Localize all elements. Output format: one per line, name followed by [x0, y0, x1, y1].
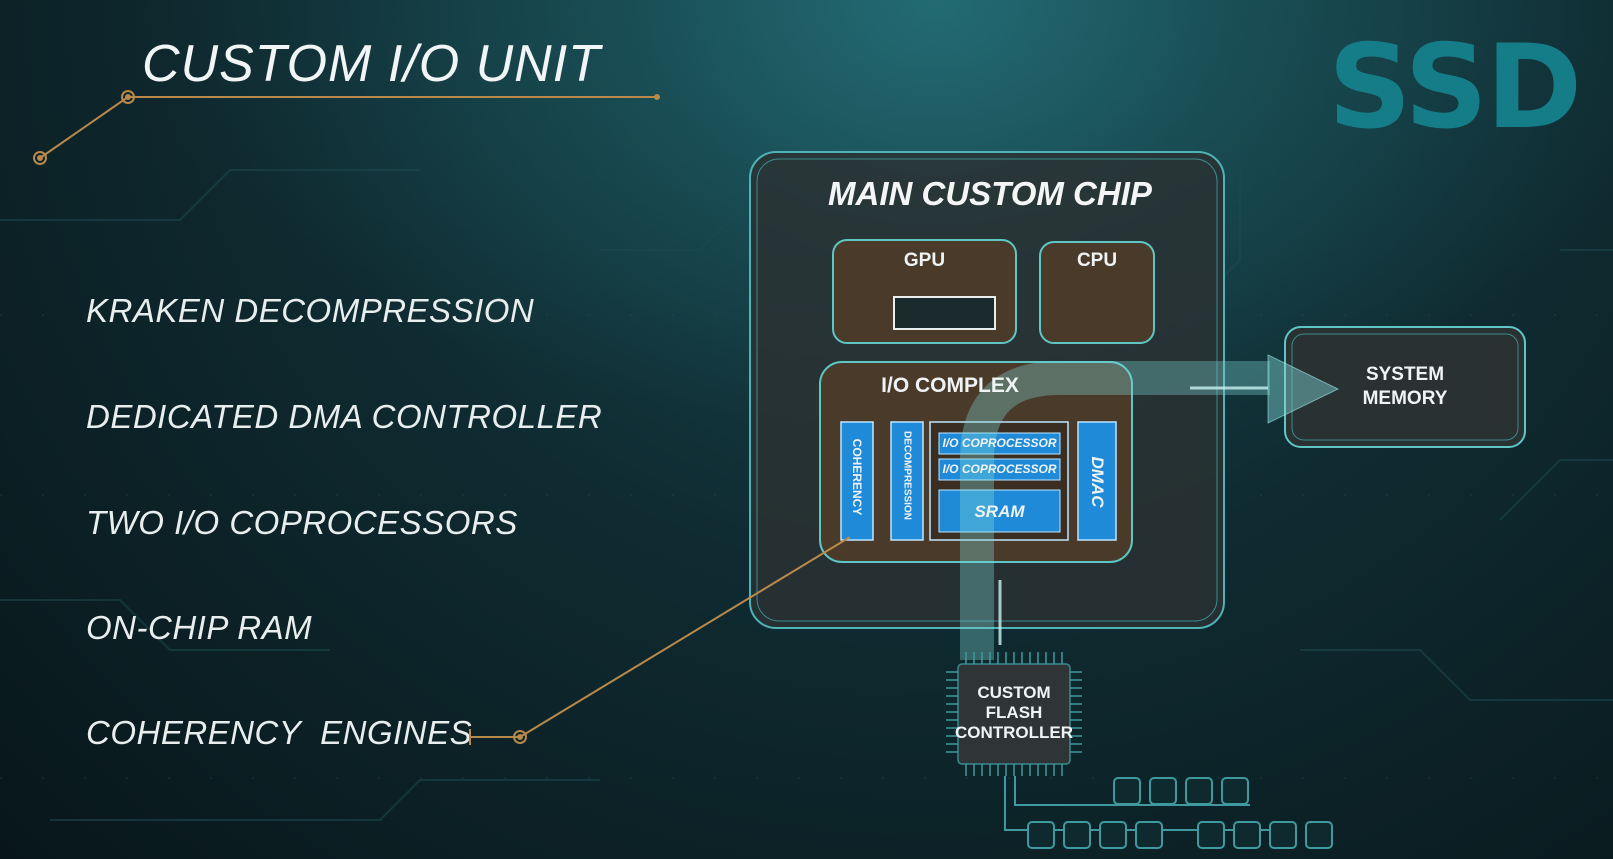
system-memory-label: SYSTEM MEMORY [1285, 363, 1525, 411]
decompression-unit [890, 421, 924, 541]
cpu-label: CPU [1076, 250, 1118, 271]
feature-on-chip-ram: ON-CHIP RAM [86, 609, 313, 646]
io-complex-label: I/O COMPLEX [881, 374, 1019, 397]
system-memory-label-line-2: MEMORY [1362, 388, 1448, 409]
main-chip-title: MAIN CUSTOM CHIP [828, 175, 1152, 212]
coprocessor-sram-container [929, 421, 1069, 541]
data-path-arrow [960, 354, 1340, 660]
ssd-logo: SSD [1328, 20, 1582, 155]
coprocessor-2-label: I/O COPROCESSOR [942, 462, 1057, 476]
feature-io-coprocessors: TWO I/O COPROCESSORS [86, 504, 518, 541]
gpu-block [832, 239, 1017, 344]
flash-controller-label-line-2: FLASH [985, 703, 1043, 722]
coherency-callout-line [469, 536, 851, 745]
cpu-block [1039, 241, 1155, 344]
feature-dma-controller: DEDICATED DMA CONTROLLER [86, 398, 603, 435]
system-memory-label-line-1: SYSTEM [1365, 364, 1445, 385]
system-memory-block [1284, 326, 1526, 448]
page-title: CUSTOM I/O UNIT [142, 35, 601, 93]
flash-controller-label: CUSTOM FLASH CONTROLLER [948, 683, 1080, 743]
dmac-unit [1077, 421, 1117, 541]
coprocessor-1-label: I/O COPROCESSOR [942, 436, 1057, 450]
decompression-label: DECOMPRESSION [901, 431, 913, 520]
coherency-label: COHERENCY [850, 438, 864, 516]
flash-controller-label-line-3: CONTROLLER [954, 723, 1074, 742]
coherency-unit [840, 421, 874, 541]
dmac-label: DMAC [1088, 456, 1107, 508]
flash-controller-chip [946, 652, 1082, 776]
sram-label: SRAM [974, 502, 1025, 521]
flash-controller-label-line-1: CUSTOM [977, 683, 1051, 702]
feature-kraken-decompression: KRAKEN DECOMPRESSION [86, 292, 535, 329]
gpu-label: GPU [903, 250, 946, 271]
feature-coherency-engines: COHERENCY ENGINES [86, 714, 473, 751]
flash-memory-chips [1004, 776, 1333, 849]
